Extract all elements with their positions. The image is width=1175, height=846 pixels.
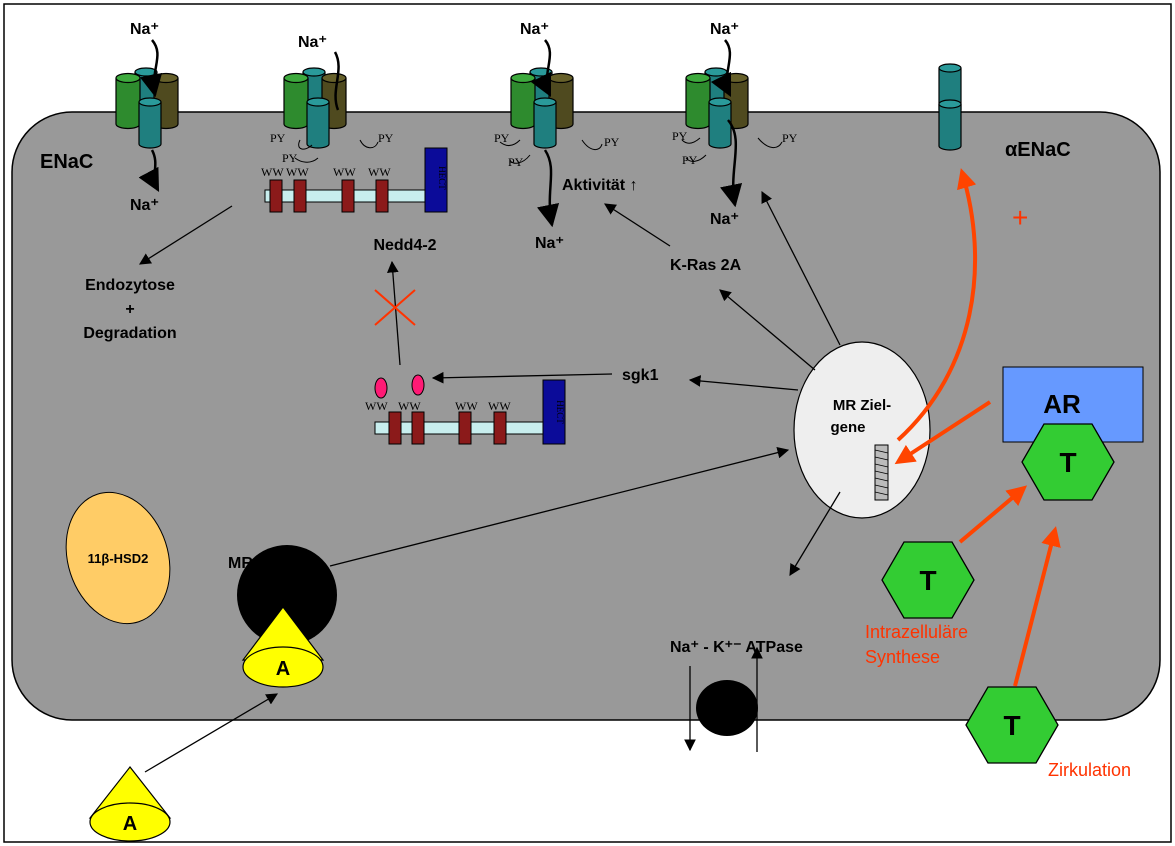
mr-target-genes-label-1: MR Ziel- xyxy=(833,397,891,414)
svg-text:A: A xyxy=(276,658,290,680)
dna-strand xyxy=(875,445,888,500)
degradation-label: Degradation xyxy=(83,325,176,342)
enac-label: ENaC xyxy=(40,151,93,173)
ar-label: AR xyxy=(1043,389,1081,419)
svg-text:PY: PY xyxy=(672,129,688,143)
mr-target-genes-label-2: gene xyxy=(830,419,865,436)
kras-label: K-Ras 2A xyxy=(670,257,742,274)
na-label-bottom-4: Na⁺ xyxy=(710,211,739,228)
phosphate-marker-2 xyxy=(412,375,424,395)
svg-text:PY: PY xyxy=(782,131,798,145)
svg-text:A: A xyxy=(123,813,137,835)
na-label-bottom-1: Na⁺ xyxy=(130,197,159,214)
svg-text:WW: WW xyxy=(455,399,478,413)
svg-text:WW: WW xyxy=(398,399,421,413)
na-k-atpase-pump xyxy=(696,680,758,736)
svg-text:PY: PY xyxy=(604,135,620,149)
svg-text:WW: WW xyxy=(333,165,356,179)
alpha-enac-subunit xyxy=(939,64,961,150)
svg-text:WW: WW xyxy=(488,399,511,413)
cell-membrane xyxy=(12,112,1160,720)
sgk1-label: sgk1 xyxy=(622,367,659,384)
svg-text:PY: PY xyxy=(508,155,524,169)
svg-text:WW: WW xyxy=(261,165,284,179)
svg-text:WW: WW xyxy=(368,165,391,179)
upregulation-plus: + xyxy=(1012,202,1028,233)
svg-text:T: T xyxy=(919,565,936,596)
endocytosis-plus: + xyxy=(125,301,134,318)
svg-text:HECT: HECT xyxy=(555,400,565,424)
intracellular-synthesis-label-1: Intrazelluläre xyxy=(865,622,968,642)
circulation-label: Zirkulation xyxy=(1048,760,1131,780)
alpha-enac-label: αENaC xyxy=(1005,139,1071,161)
11b-hsd2-label: 11β-HSD2 xyxy=(88,551,149,566)
activity-label: Aktivität ↑ xyxy=(562,177,638,194)
atpase-label: Na⁺ - K⁺⁻ ATPase xyxy=(670,639,803,656)
nedd4-2-label: Nedd4-2 xyxy=(373,237,436,254)
svg-text:PY: PY xyxy=(682,153,698,167)
svg-text:HECT: HECT xyxy=(437,166,447,190)
na-label-top-3: Na⁺ xyxy=(520,21,549,38)
na-label-top-1: Na⁺ xyxy=(130,21,159,38)
endocytosis-label: Endozytose xyxy=(85,277,175,294)
na-label-top-2: Na⁺ xyxy=(298,34,327,51)
svg-text:PY: PY xyxy=(378,131,394,145)
svg-text:PY: PY xyxy=(270,131,286,145)
svg-text:WW: WW xyxy=(286,165,309,179)
svg-text:PY: PY xyxy=(494,131,510,145)
svg-text:WW: WW xyxy=(365,399,388,413)
svg-text:PY: PY xyxy=(282,151,298,165)
svg-text:T: T xyxy=(1059,447,1076,478)
svg-text:T: T xyxy=(1003,710,1020,741)
na-label-top-4: Na⁺ xyxy=(710,21,739,38)
na-label-bottom-3: Na⁺ xyxy=(535,235,564,252)
phosphate-marker-1 xyxy=(375,378,387,398)
intracellular-synthesis-label-2: Synthese xyxy=(865,647,940,667)
